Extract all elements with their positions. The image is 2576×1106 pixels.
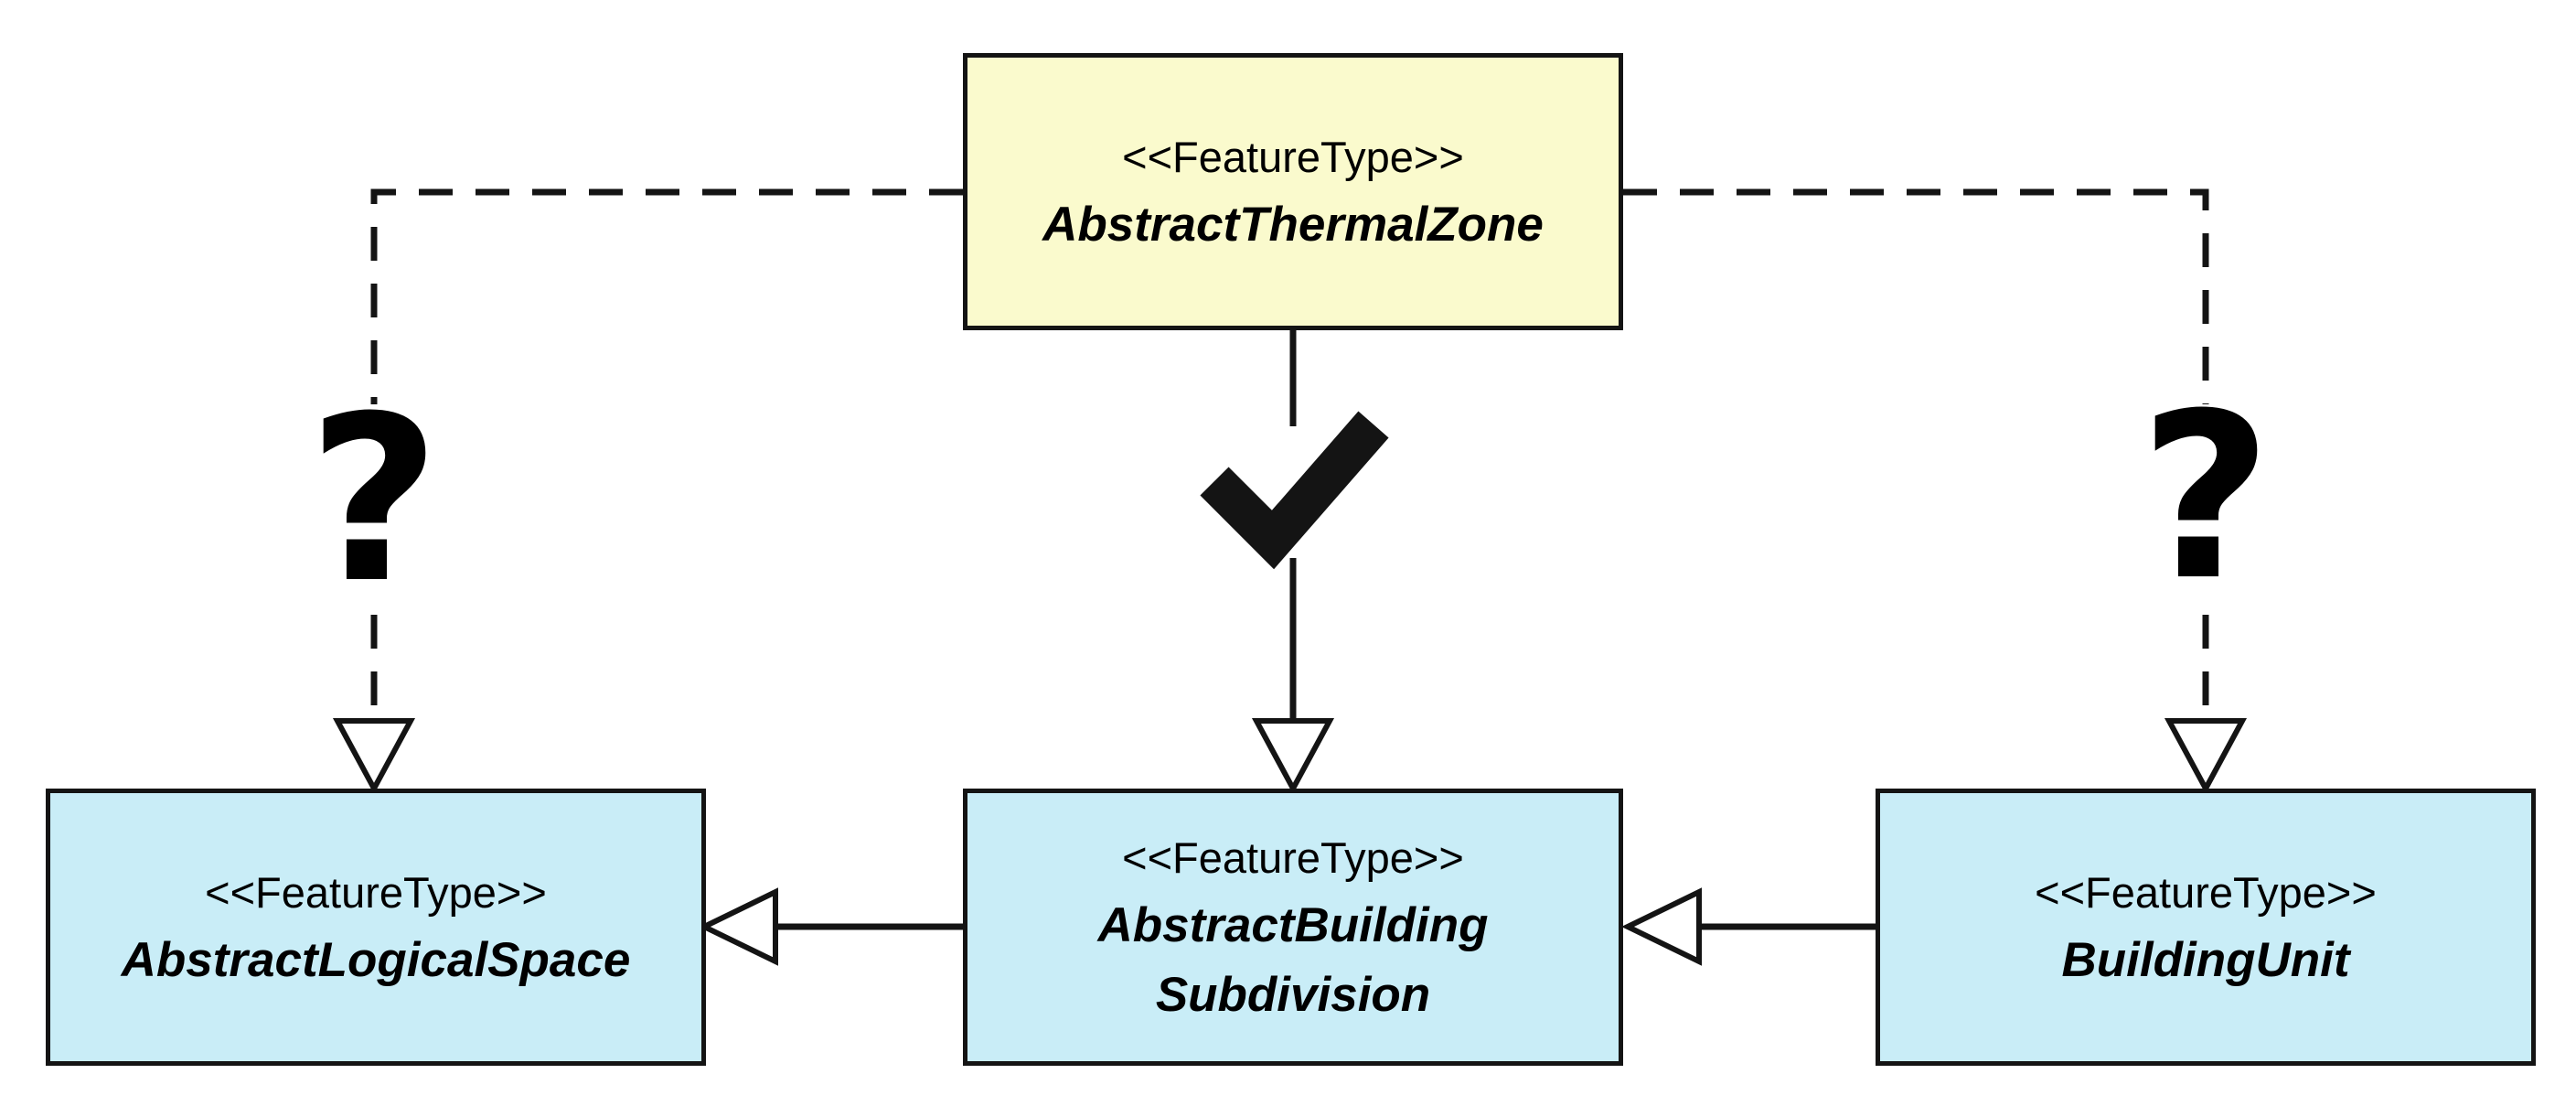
check-mark-icon	[1200, 411, 1389, 570]
node-abstract-logical-space: <<FeatureType>> AbstractLogicalSpace	[46, 789, 706, 1066]
question-mark-icon-right: ?	[2139, 364, 2272, 630]
connector-dashed-right	[1623, 188, 2209, 404]
question-mark-icon-left: ?	[307, 367, 441, 633]
generalization-arrowhead-icon-left	[332, 718, 416, 795]
stereotype-label: <<FeatureType>>	[205, 867, 547, 917]
stereotype-label: <<FeatureType>>	[2035, 867, 2377, 917]
node-name: Subdivision	[1155, 967, 1431, 1022]
stereotype-label: <<FeatureType>>	[1122, 832, 1464, 882]
node-building-unit: <<FeatureType>> BuildingUnit	[1876, 789, 2536, 1066]
node-abstract-building-subdivision: <<FeatureType>> AbstractBuilding Subdivi…	[963, 789, 1623, 1066]
generalization-arrowhead-icon-center	[1251, 718, 1335, 795]
node-abstract-thermal-zone: <<FeatureType>> AbstractThermalZone	[963, 53, 1623, 330]
connector-dashed-left	[370, 188, 963, 404]
node-name: BuildingUnit	[2061, 932, 2350, 987]
node-name: AbstractLogicalSpace	[121, 932, 631, 987]
node-name: AbstractThermalZone	[1042, 197, 1544, 252]
generalization-arrowhead-icon-to-subdivision	[1621, 887, 1702, 966]
generalization-arrowhead-icon-right	[2164, 718, 2248, 795]
generalization-arrowhead-icon-to-logicalspace	[698, 887, 778, 966]
node-name: AbstractBuilding	[1097, 897, 1489, 952]
stereotype-label: <<FeatureType>>	[1122, 132, 1464, 181]
